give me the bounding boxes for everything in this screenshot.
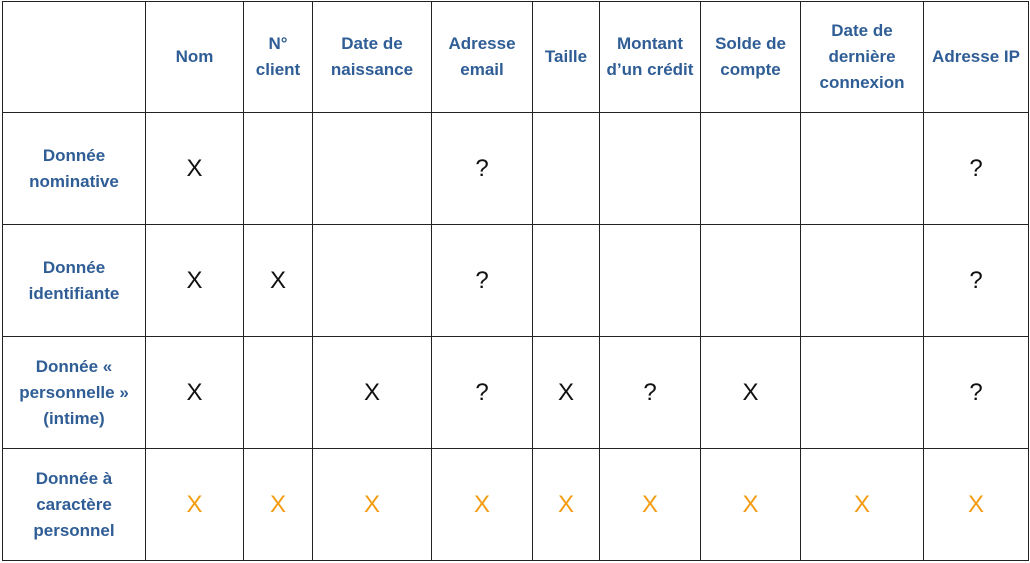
corner-cell: [2, 1, 146, 113]
row-header: Donnée à caractère personnel: [2, 448, 146, 561]
table-cell: X: [700, 448, 801, 561]
table-cell: X: [145, 336, 244, 449]
table-cell: [243, 112, 313, 225]
table-row: Donnée nominative X ? ?: [2, 112, 1029, 225]
table-row: Donnée identifiante X X ? ?: [2, 224, 1029, 337]
table-cell: [700, 112, 801, 225]
table-cell: X: [312, 448, 432, 561]
table-cell: ?: [923, 112, 1029, 225]
column-header-height: Taille: [532, 1, 600, 113]
table-cell: ?: [431, 112, 533, 225]
column-header-account-balance: Solde de compte: [700, 1, 801, 113]
row-header: Donnée nominative: [2, 112, 146, 225]
table-cell: ?: [923, 336, 1029, 449]
table-cell: [599, 224, 701, 337]
table-cell: [532, 112, 600, 225]
table-cell: X: [431, 448, 533, 561]
table-cell: ?: [431, 224, 533, 337]
column-header-last-login: Date de dernière connexion: [800, 1, 924, 113]
table-cell: [312, 112, 432, 225]
header-row: Nom N° client Date de naissance Adresse …: [2, 1, 1029, 113]
column-header-ip-address: Adresse IP: [923, 1, 1029, 113]
table-cell: X: [145, 448, 244, 561]
table-cell: [800, 336, 924, 449]
table-cell: [243, 336, 313, 449]
table-cell: X: [599, 448, 701, 561]
table-cell: ?: [923, 224, 1029, 337]
table-cell: ?: [599, 336, 701, 449]
row-header: Donnée identifiante: [2, 224, 146, 337]
table-cell: X: [700, 336, 801, 449]
table-cell: [532, 224, 600, 337]
table-cell: [700, 224, 801, 337]
table-cell: X: [145, 224, 244, 337]
column-header-nom: Nom: [145, 1, 244, 113]
table-row: Donnée « personnelle » (intime) X X ? X …: [2, 336, 1029, 449]
table-cell: X: [243, 224, 313, 337]
column-header-email: Adresse email: [431, 1, 533, 113]
table-cell: ?: [431, 336, 533, 449]
table-cell: X: [243, 448, 313, 561]
column-header-birth-date: Date de naissance: [312, 1, 432, 113]
table-cell: X: [145, 112, 244, 225]
table-cell: [599, 112, 701, 225]
table-cell: [800, 224, 924, 337]
column-header-client-number: N° client: [243, 1, 313, 113]
table-cell: X: [800, 448, 924, 561]
table-cell: X: [312, 336, 432, 449]
table-cell: [800, 112, 924, 225]
table-cell: X: [532, 448, 600, 561]
table-cell: X: [532, 336, 600, 449]
table-cell: [312, 224, 432, 337]
row-header: Donnée « personnelle » (intime): [2, 336, 146, 449]
table-cell: X: [923, 448, 1029, 561]
column-header-credit-amount: Montant d’un crédit: [599, 1, 701, 113]
table-row: Donnée à caractère personnel X X X X X X…: [2, 448, 1029, 561]
